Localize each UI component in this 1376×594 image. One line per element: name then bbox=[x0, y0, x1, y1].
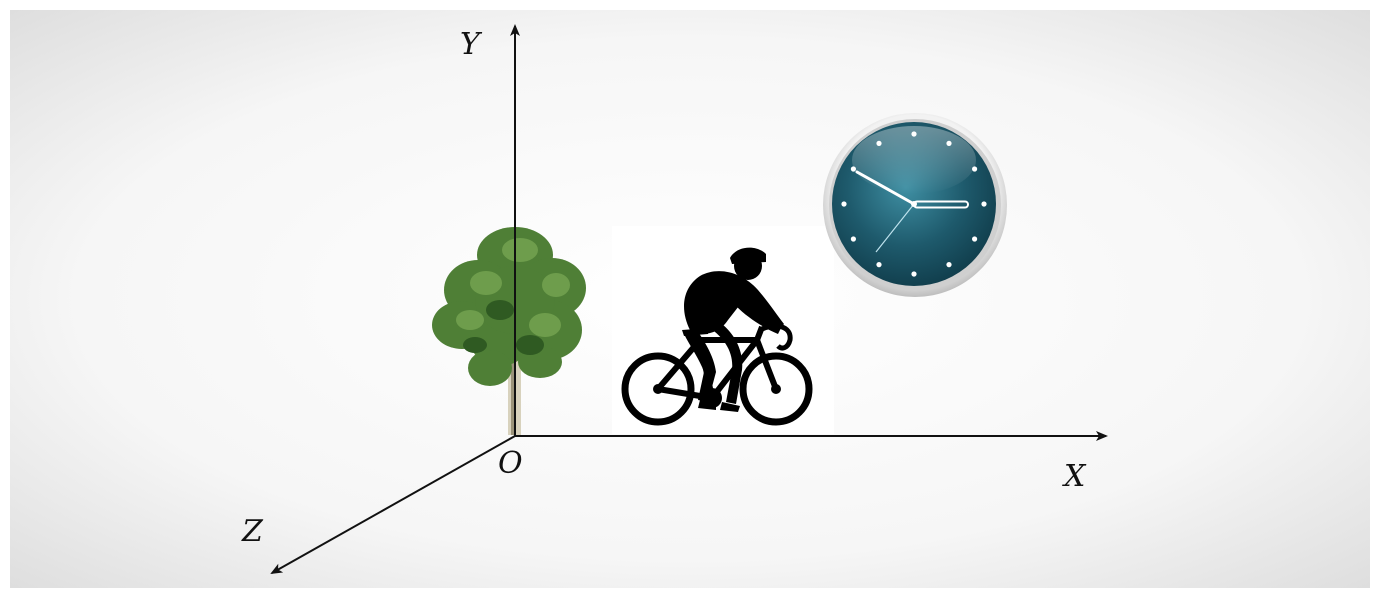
cyclist-icon bbox=[612, 226, 834, 434]
y-axis-label: Y bbox=[460, 27, 483, 62]
clock-hour-mark bbox=[911, 271, 916, 276]
clock-hour-mark bbox=[946, 262, 951, 267]
clock-hour-mark bbox=[851, 166, 856, 171]
clock-hour-mark bbox=[911, 131, 916, 136]
clock-hour-mark bbox=[946, 141, 951, 146]
clock-hour-mark bbox=[841, 201, 846, 206]
x-axis-label: X bbox=[1062, 459, 1087, 494]
clock-hour-mark bbox=[981, 201, 986, 206]
clock-hour-mark bbox=[876, 262, 881, 267]
clock-center bbox=[911, 201, 917, 207]
clock-hour-mark bbox=[972, 236, 977, 241]
clock-icon bbox=[823, 113, 1007, 297]
clock-hour-mark bbox=[876, 141, 881, 146]
z-axis-label: Z bbox=[241, 514, 264, 549]
origin-label: O bbox=[498, 446, 523, 481]
clock-hour-mark bbox=[972, 166, 977, 171]
clock-hour-mark bbox=[851, 236, 856, 241]
